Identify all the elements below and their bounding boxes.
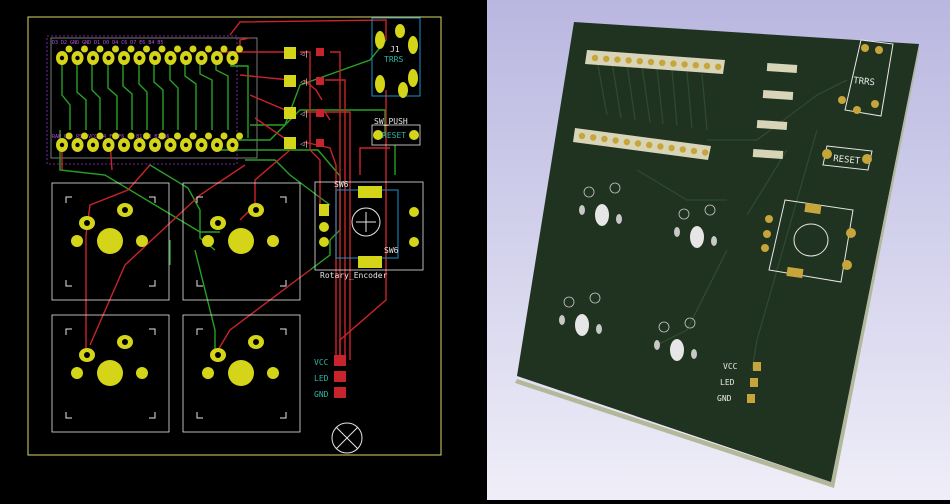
3d-viewer[interactable]: TRRS RESET [487,0,950,500]
encoder-ref-bottom-label: SW6 [384,246,399,255]
svg-text:D3 D2 GND GND D1 D0 D4 C6 D7 E: D3 D2 GND GND D1 D0 D4 C6 D7 E6 B4 B5 [52,40,163,46]
pcb-canvas[interactable]: D3 D2 GND GND D1 D0 D4 C6 D7 E6 B4 B5 RA… [0,0,487,500]
3d-reset-label: RESET [833,154,862,167]
reset-ref-label: SW_PUSH [374,117,408,126]
trrs-ref-label: J1 [390,45,400,54]
3d-trrs-connector: TRRS [838,39,894,117]
encoder-value-label: Rotary_Encoder [320,271,388,280]
3d-vcc-label: VCC [723,362,738,371]
pro-micro-pads [56,45,243,152]
pro-micro-pin-labels: D3 D2 GND GND D1 D0 D4 C6 D7 E6 B4 B5 RA… [52,40,169,140]
grid-origin-marker [331,422,363,454]
3d-diodes [752,62,798,160]
rotary-encoder[interactable]: SW6 SW6 Rotary_Encoder [314,180,424,280]
3d-key-hole [559,292,602,336]
pro-micro-courtyard [46,35,238,165]
key-switch[interactable] [182,182,301,301]
3d-reset-switch: RESET [822,145,873,171]
board-outline [27,16,442,456]
header-pad-led: LED [314,374,329,383]
encoder-ref-label: SW6 [334,180,349,189]
pcb-editor-view[interactable]: D3 D2 GND GND D1 D0 D4 C6 D7 E6 B4 B5 RA… [0,0,487,500]
front-copper-traces [61,19,390,360]
3d-key-hole [674,204,717,248]
header-pad-gnd: GND [314,390,329,399]
key-switch[interactable] [182,314,301,433]
reset-switch[interactable]: SW_PUSH RESET [371,117,421,146]
key-switches[interactable] [51,182,301,433]
3d-led-label: LED [720,378,735,387]
trrs-connector[interactable]: J1 TRRS [371,17,421,98]
trrs-value-label: TRRS [384,55,403,64]
3d-pro-micro-headers [573,50,725,160]
3d-key-holes [559,182,717,361]
3d-canvas[interactable]: TRRS RESET [487,0,950,500]
3d-trrs-label: TRRS [853,76,876,88]
diode-footprints: ◁| ◁| ◁| ◁| [284,47,324,149]
header-pad-vcc: VCC [314,358,329,367]
led-header[interactable]: VCC LED GND [314,355,346,399]
3d-traces [596,59,848,371]
svg-text:◁|: ◁| [299,50,308,58]
reset-value-label: RESET [382,131,406,140]
key-switch[interactable] [51,314,170,433]
svg-text:◁|: ◁| [299,78,308,86]
3d-encoder [761,199,856,283]
3d-key-hole [579,182,622,226]
svg-text:◁|: ◁| [299,110,308,118]
svg-text:RAW GND RST VCC F4 F5 F6 F7 B1: RAW GND RST VCC F4 F5 F6 F7 B1 B3 B2 B6 [52,134,169,140]
3d-led-header: VCC LED GND [717,362,761,403]
3d-key-hole [654,317,697,361]
key-switch[interactable] [51,182,170,301]
3d-gnd-label: GND [717,394,732,403]
svg-text:◁|: ◁| [299,140,308,148]
